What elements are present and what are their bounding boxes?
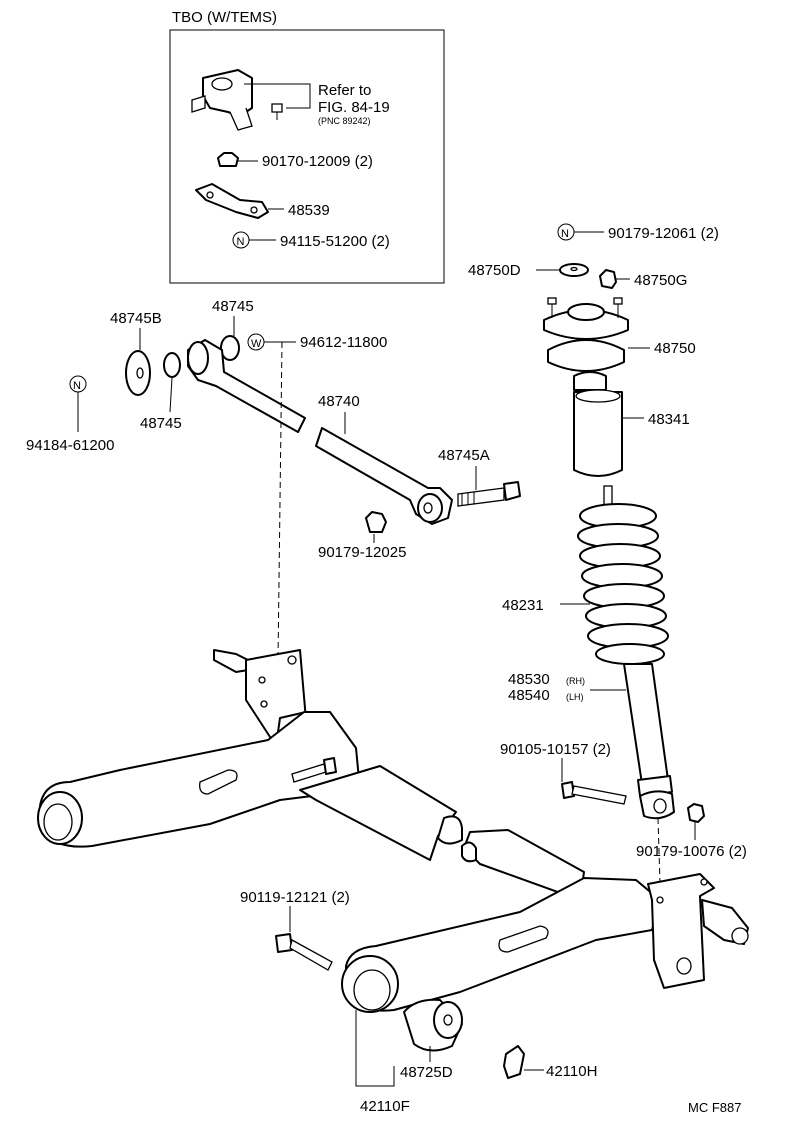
alignment-dash-left bbox=[277, 341, 283, 661]
figure-code: MC F887 bbox=[688, 1100, 741, 1115]
coil-spring-48231-icon bbox=[577, 485, 669, 665]
bushing-icon bbox=[163, 352, 181, 378]
bolt-90119-icon bbox=[275, 933, 333, 971]
label-94184-61200: 94184-61200 bbox=[26, 437, 114, 454]
label-rh: (RH) bbox=[566, 676, 585, 686]
n-mark-left: N bbox=[73, 380, 81, 392]
refer-pnc: (PNC 89242) bbox=[318, 116, 371, 126]
flange-nut-icon bbox=[217, 152, 239, 167]
label-90179-12061: 90179-12061 (2) bbox=[608, 225, 719, 242]
label-48341: 48341 bbox=[648, 411, 690, 428]
label-48740: 48740 bbox=[318, 393, 360, 410]
inset-n-bolt-part: 94115-51200 (2) bbox=[280, 233, 390, 250]
small-bolt-icon bbox=[271, 103, 283, 120]
label-94612-11800: 94612-11800 bbox=[300, 334, 387, 351]
bracket-part-number: 48539 bbox=[288, 202, 330, 219]
shock-absorber-icon bbox=[623, 663, 675, 820]
refer-line1: Refer to bbox=[318, 82, 371, 99]
label-42110h: 42110H bbox=[546, 1063, 597, 1080]
label-48725d: 48725D bbox=[400, 1064, 453, 1081]
alignment-dash-right bbox=[657, 817, 661, 885]
refer-line2: FIG. 84-19 bbox=[318, 99, 390, 116]
label-48750g: 48750G bbox=[634, 272, 687, 289]
inset-title: TBO (W/TEMS) bbox=[172, 9, 277, 26]
bolt-48745a-icon bbox=[457, 481, 521, 507]
bushing-48725d-icon bbox=[403, 998, 463, 1052]
inset-box: TBO (W/TEMS) Refer to FIG. 84-19 (PNC 89… bbox=[169, 9, 445, 284]
label-90179-12025: 90179-12025 bbox=[318, 544, 406, 561]
clip-42110h-icon bbox=[503, 1045, 525, 1079]
label-90105-10157: 90105-10157 (2) bbox=[500, 741, 611, 758]
label-48231: 48231 bbox=[502, 597, 544, 614]
bushing-top-icon bbox=[220, 335, 240, 361]
lateral-rod-assembly bbox=[125, 335, 521, 533]
n-mark-right: N bbox=[561, 228, 569, 240]
label-48745-top: 48745 bbox=[212, 298, 254, 315]
mount-bracket-icon bbox=[191, 69, 253, 131]
label-lh: (LH) bbox=[566, 692, 584, 702]
label-48745a: 48745A bbox=[438, 447, 490, 464]
label-48540: 48540 bbox=[508, 687, 550, 704]
nut-90179-12025-icon bbox=[365, 511, 387, 533]
label-42110f: 42110F bbox=[360, 1098, 410, 1115]
label-90179-10076: 90179-10076 (2) bbox=[636, 843, 747, 860]
rear-axle-beam bbox=[37, 649, 749, 1013]
bracket-plate-icon bbox=[195, 183, 269, 219]
label-48750d: 48750D bbox=[468, 262, 521, 279]
label-90119-12121: 90119-12121 (2) bbox=[240, 889, 350, 906]
w-mark: W bbox=[251, 338, 262, 350]
nut-90179-10076-icon bbox=[687, 803, 705, 823]
nut-48750g-icon bbox=[599, 269, 617, 289]
label-48745b: 48745B bbox=[110, 310, 162, 327]
inset-n-mark: N bbox=[237, 236, 245, 248]
nut-part-number: 90170-12009 (2) bbox=[262, 153, 373, 170]
label-48530: 48530 bbox=[508, 671, 550, 688]
label-48750: 48750 bbox=[654, 340, 696, 357]
strut-assembly: N 90179-12061 (2) 48750D 48750G 48750 bbox=[468, 223, 747, 860]
label-48745-bottom: 48745 bbox=[140, 415, 182, 432]
bolt-90105-icon bbox=[561, 781, 627, 805]
bump-stop-48341-icon bbox=[573, 371, 623, 477]
strut-mount-48750-icon bbox=[543, 297, 629, 372]
